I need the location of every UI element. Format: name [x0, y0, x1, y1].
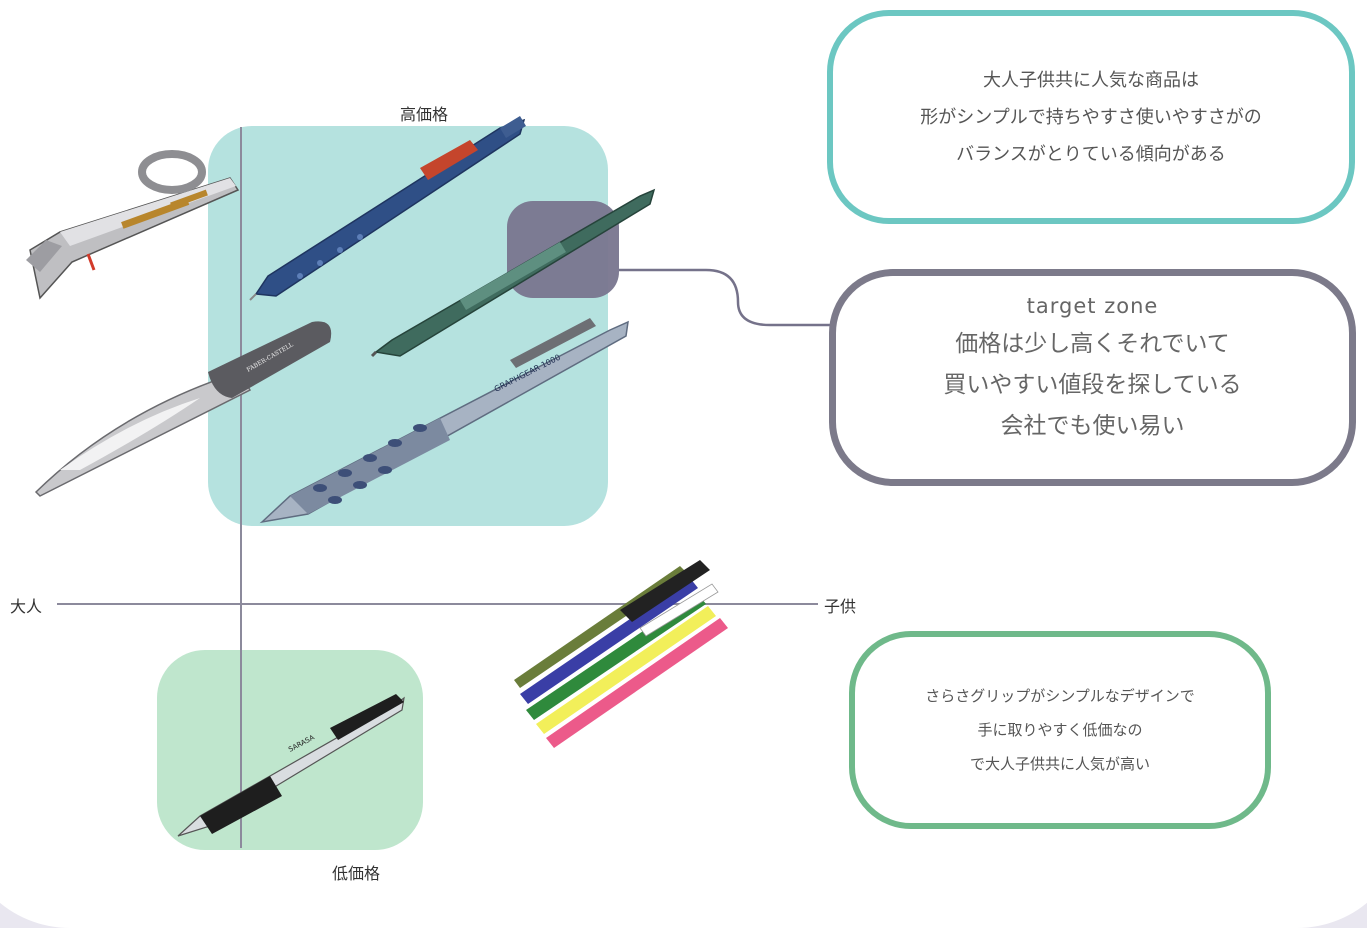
- axis-label-adult: 大人: [10, 597, 43, 616]
- note-line: 大人子供共に人気な商品は: [983, 69, 1199, 91]
- blue-mechanical-pencil-image: [249, 116, 526, 301]
- target-zone-note: target zone 価格は少し高くそれでいて 買いやすい値段を探している 会…: [829, 269, 1356, 486]
- note-line: 買いやすい値段を探している: [943, 372, 1242, 398]
- axis-label-low-price: 低価格: [332, 864, 381, 883]
- faber-castell-pen-image: FABER-CASTELL: [34, 321, 332, 497]
- axis-label-child: 子供: [824, 597, 857, 616]
- note-line: 手に取りやすく低価なの: [977, 721, 1143, 739]
- rotring-pencil-image: [370, 188, 656, 358]
- axis-label-high-price: 高価格: [400, 105, 449, 124]
- note-line: 価格は少し高くそれでいて: [955, 331, 1230, 357]
- graphgear-pencil-image: GRAPHGEAR 1000: [259, 318, 629, 524]
- diagram-lines: FABER-CASTELL GRAPHGEAR 1000: [26, 116, 832, 848]
- note-line: 会社でも使い易い: [1000, 413, 1185, 439]
- colorful-pens-image: [514, 560, 728, 748]
- ring-pen-image: [26, 150, 240, 300]
- note-line: 形がシンプルで持ちやすさ使いやすさがの: [920, 106, 1262, 128]
- svg-text:SARASA: SARASA: [287, 733, 316, 753]
- popular-products-note: 大人子供共に人気な商品は 形がシンプルで持ちやすさ使いやすさがの バランスがとり…: [827, 10, 1355, 224]
- note-line: バランスがとりている傾向がある: [956, 143, 1226, 165]
- target-zone-title: target zone: [1026, 294, 1159, 318]
- note-line: で大人子供共に人気が高い: [969, 755, 1150, 773]
- sarasa-pen-image: SARASA: [177, 694, 405, 837]
- note-line: さらさグリップがシンプルなデザインで: [925, 687, 1195, 705]
- target-connector-line: [619, 268, 832, 327]
- sarasa-note: さらさグリップがシンプルなデザインで 手に取りやすく低価なの で大人子供共に人気…: [849, 631, 1271, 829]
